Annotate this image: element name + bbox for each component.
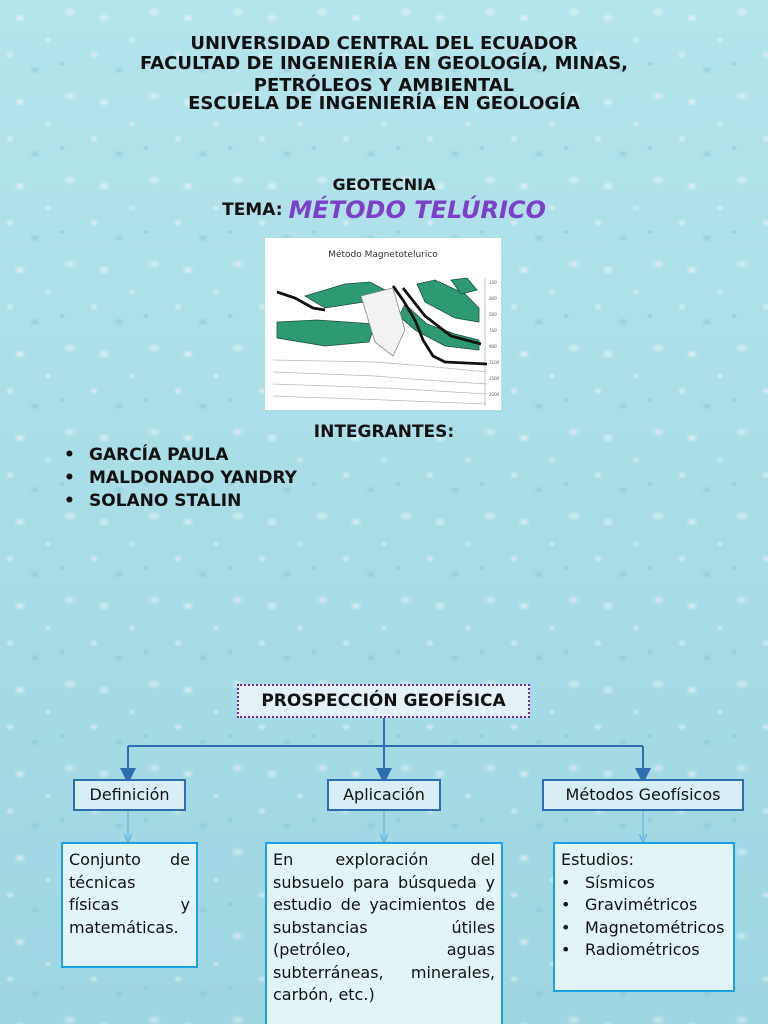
svg-text:700: 700	[489, 328, 497, 333]
tema-label: TEMA:	[222, 200, 283, 220]
definicion-content: Conjunto de técnicas físicas y matemátic…	[61, 842, 198, 968]
svg-text:900: 900	[489, 344, 497, 349]
mindmap-root-box: PROSPECCIÓN GEOFÍSICA	[237, 684, 530, 718]
svg-text:300: 300	[489, 296, 497, 301]
tema-row: TEMA:MÉTODO TELÚRICO	[0, 196, 768, 224]
svg-text:500: 500	[489, 312, 497, 317]
school-name: ESCUELA DE INGENIERÍA EN GEOLOGÍA	[188, 93, 580, 114]
svg-text:1100: 1100	[489, 360, 500, 365]
course-name: GEOTECNIA	[332, 175, 436, 194]
svg-text:2000: 2000	[489, 392, 500, 397]
metodos-content: Estudios: Sísmicos Gravimétricos Magneto…	[553, 842, 735, 992]
cross-section-drawing: Método Magnetotelurico 100 300 500	[272, 249, 500, 406]
definicion-box: Definición	[73, 779, 186, 811]
geology-cross-section-figure: Método Magnetotelurico 100 300 500	[265, 238, 501, 410]
integrantes-list: GARCÍA PAULA MALDONADO YANDRY SOLANO STA…	[64, 444, 297, 513]
university-name: UNIVERSIDAD CENTRAL DEL ECUADOR	[190, 33, 578, 54]
list-item: Gravimétricos	[561, 894, 727, 917]
faculty-name-line2: PETRÓLEOS Y AMBIENTAL	[253, 75, 515, 96]
metodos-box: Métodos Geofísicos	[542, 779, 744, 811]
list-item: Magnetométricos	[561, 917, 727, 940]
faculty-name-line1: FACULTAD DE INGENIERÍA EN GEOLOGÍA, MINA…	[139, 53, 629, 74]
list-item: Radiométricos	[561, 939, 727, 962]
list-item: GARCÍA PAULA	[64, 444, 297, 467]
aplicacion-content: En exploración del subsuelo para búsqued…	[265, 842, 503, 1024]
list-item: SOLANO STALIN	[64, 490, 297, 513]
metodos-list: Sísmicos Gravimétricos Magnetométricos R…	[561, 872, 727, 962]
integrantes-title: INTEGRANTES:	[313, 422, 455, 442]
svg-text:1500: 1500	[489, 376, 500, 381]
list-item: MALDONADO YANDRY	[64, 467, 297, 490]
metodos-intro: Estudios:	[561, 850, 634, 869]
aplicacion-box: Aplicación	[327, 779, 441, 811]
tema-title: MÉTODO TELÚRICO	[288, 196, 546, 224]
svg-text:100: 100	[489, 280, 497, 285]
list-item: Sísmicos	[561, 872, 727, 895]
figure-title: Método Magnetotelurico	[328, 249, 438, 260]
